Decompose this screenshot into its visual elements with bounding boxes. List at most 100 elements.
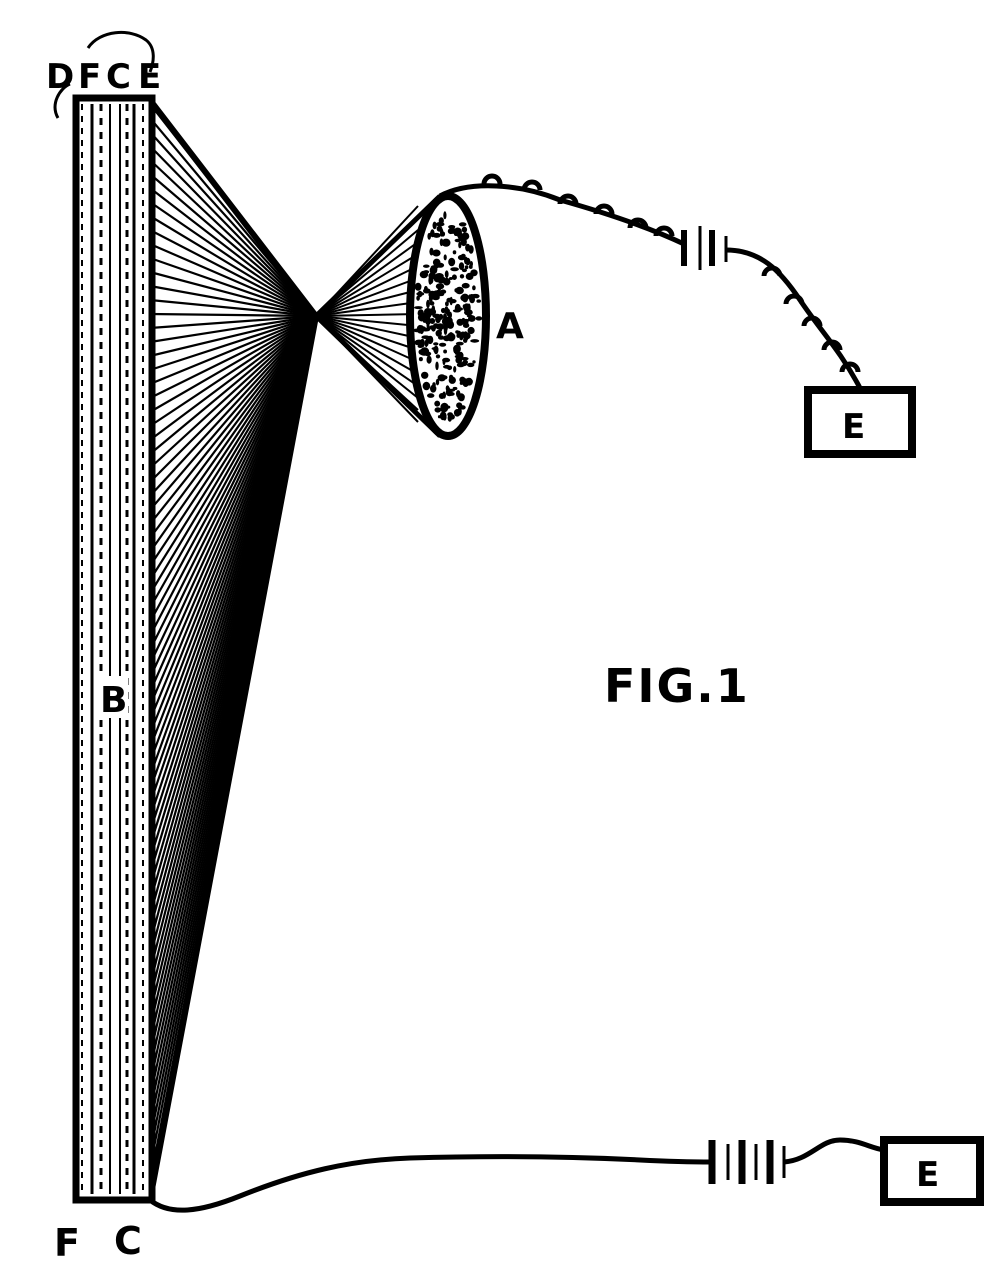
sphere-speckle <box>447 228 454 235</box>
figure-caption: FIG.1 <box>604 659 750 713</box>
sphere-speckle <box>414 306 423 310</box>
sphere-speckle <box>459 274 465 279</box>
ray-line <box>149 242 317 318</box>
sphere-speckle <box>448 311 453 319</box>
sphere-speckle <box>429 301 435 306</box>
sphere-speckle <box>448 225 456 229</box>
sphere-ray-line <box>315 315 419 351</box>
label-box-e-lower: E <box>916 1155 939 1195</box>
sphere-speckle <box>464 256 468 265</box>
wire-coil <box>481 173 503 185</box>
sphere-speckle <box>453 227 463 237</box>
sphere-speckle <box>446 320 455 329</box>
ray-line <box>149 312 317 318</box>
ray-line <box>149 315 317 525</box>
sphere-speckle <box>454 288 459 293</box>
sphere-speckle <box>441 238 451 247</box>
sphere-speckle <box>446 388 456 392</box>
sphere-ray-line <box>315 315 419 375</box>
sphere-speckle <box>435 378 440 386</box>
ray-line <box>149 315 317 469</box>
sphere-speckle <box>421 335 430 340</box>
ray-line <box>149 270 317 318</box>
sphere-speckle <box>448 277 453 280</box>
sphere-speckle <box>419 270 429 279</box>
sphere-ray-line <box>315 277 419 317</box>
sphere-speckle <box>443 211 447 220</box>
ray-line <box>149 256 317 318</box>
sphere-speckle <box>449 374 454 380</box>
sphere-speckle <box>427 393 435 398</box>
sphere-speckle <box>424 339 428 348</box>
ray-line <box>149 314 317 344</box>
sphere-speckle <box>472 285 476 291</box>
sphere-speckle <box>443 254 447 261</box>
sphere-cone-rays <box>315 205 419 423</box>
sphere-speckle <box>445 301 449 307</box>
ray-line <box>149 131 317 317</box>
sphere-speckle <box>421 371 429 379</box>
sphere-speckle <box>458 262 465 270</box>
sphere-speckle <box>459 381 464 385</box>
ray-line <box>149 315 317 497</box>
sphere-speckle <box>456 362 465 368</box>
top-wire-loop <box>53 30 155 119</box>
sphere-speckle <box>437 374 446 382</box>
ray-line <box>149 229 317 317</box>
cylinder-body <box>72 94 156 1204</box>
sphere-speckle <box>459 334 464 341</box>
sphere-speckle <box>423 288 431 294</box>
sphere-speckle <box>458 222 467 227</box>
lower-battery <box>708 1140 786 1184</box>
wire-coil <box>653 225 675 237</box>
sphere-speckle <box>440 405 448 413</box>
sphere-speckle <box>461 268 467 273</box>
ray-line <box>149 298 317 318</box>
wire-coil <box>593 203 615 215</box>
sphere-speckle <box>448 257 456 267</box>
sphere-speckle <box>430 384 437 393</box>
sphere-speckle <box>425 352 431 357</box>
sphere-speckle <box>433 342 439 346</box>
sphere-speckle <box>454 303 461 313</box>
sphere-speckle <box>435 315 441 324</box>
ray-line <box>149 315 317 455</box>
cylinder-label-backdrop <box>98 676 128 718</box>
sphere-speckle <box>418 357 423 362</box>
sphere-speckle <box>438 323 443 332</box>
sphere-speckle <box>416 324 424 334</box>
sphere-speckle <box>439 342 447 347</box>
sphere-speckle <box>455 286 464 295</box>
sphere-speckle <box>425 316 431 326</box>
sphere-speckle <box>451 274 457 281</box>
sphere-ray-line <box>315 301 419 317</box>
sphere-speckle <box>432 249 441 257</box>
sphere-speckle <box>467 326 475 335</box>
sphere-speckle <box>442 357 451 363</box>
ray-line <box>149 284 317 318</box>
sphere-speckle <box>454 354 462 359</box>
sphere-speckle <box>417 309 424 317</box>
label-bottom-f: F <box>54 1221 80 1265</box>
convergent-rays <box>148 103 318 1197</box>
wire-coil <box>783 293 805 305</box>
ray-line <box>149 315 317 441</box>
sphere-cone-outline <box>314 194 442 438</box>
ray-line <box>149 315 317 427</box>
sphere-speckle <box>462 304 467 309</box>
label-top-d: D <box>46 57 74 97</box>
sphere-speckle <box>415 339 423 343</box>
wire-coil <box>821 339 843 351</box>
sphere-ray-line <box>315 315 419 327</box>
ray-line <box>149 314 317 330</box>
sphere-speckle <box>428 275 433 285</box>
sphere-speckle <box>468 264 473 269</box>
sphere-speckle <box>476 299 482 303</box>
sphere-speckle <box>446 405 451 409</box>
wire-coil <box>627 217 649 229</box>
sphere-speckle <box>432 232 441 238</box>
sphere-speckle <box>464 320 468 327</box>
sphere-speckle <box>461 282 470 289</box>
